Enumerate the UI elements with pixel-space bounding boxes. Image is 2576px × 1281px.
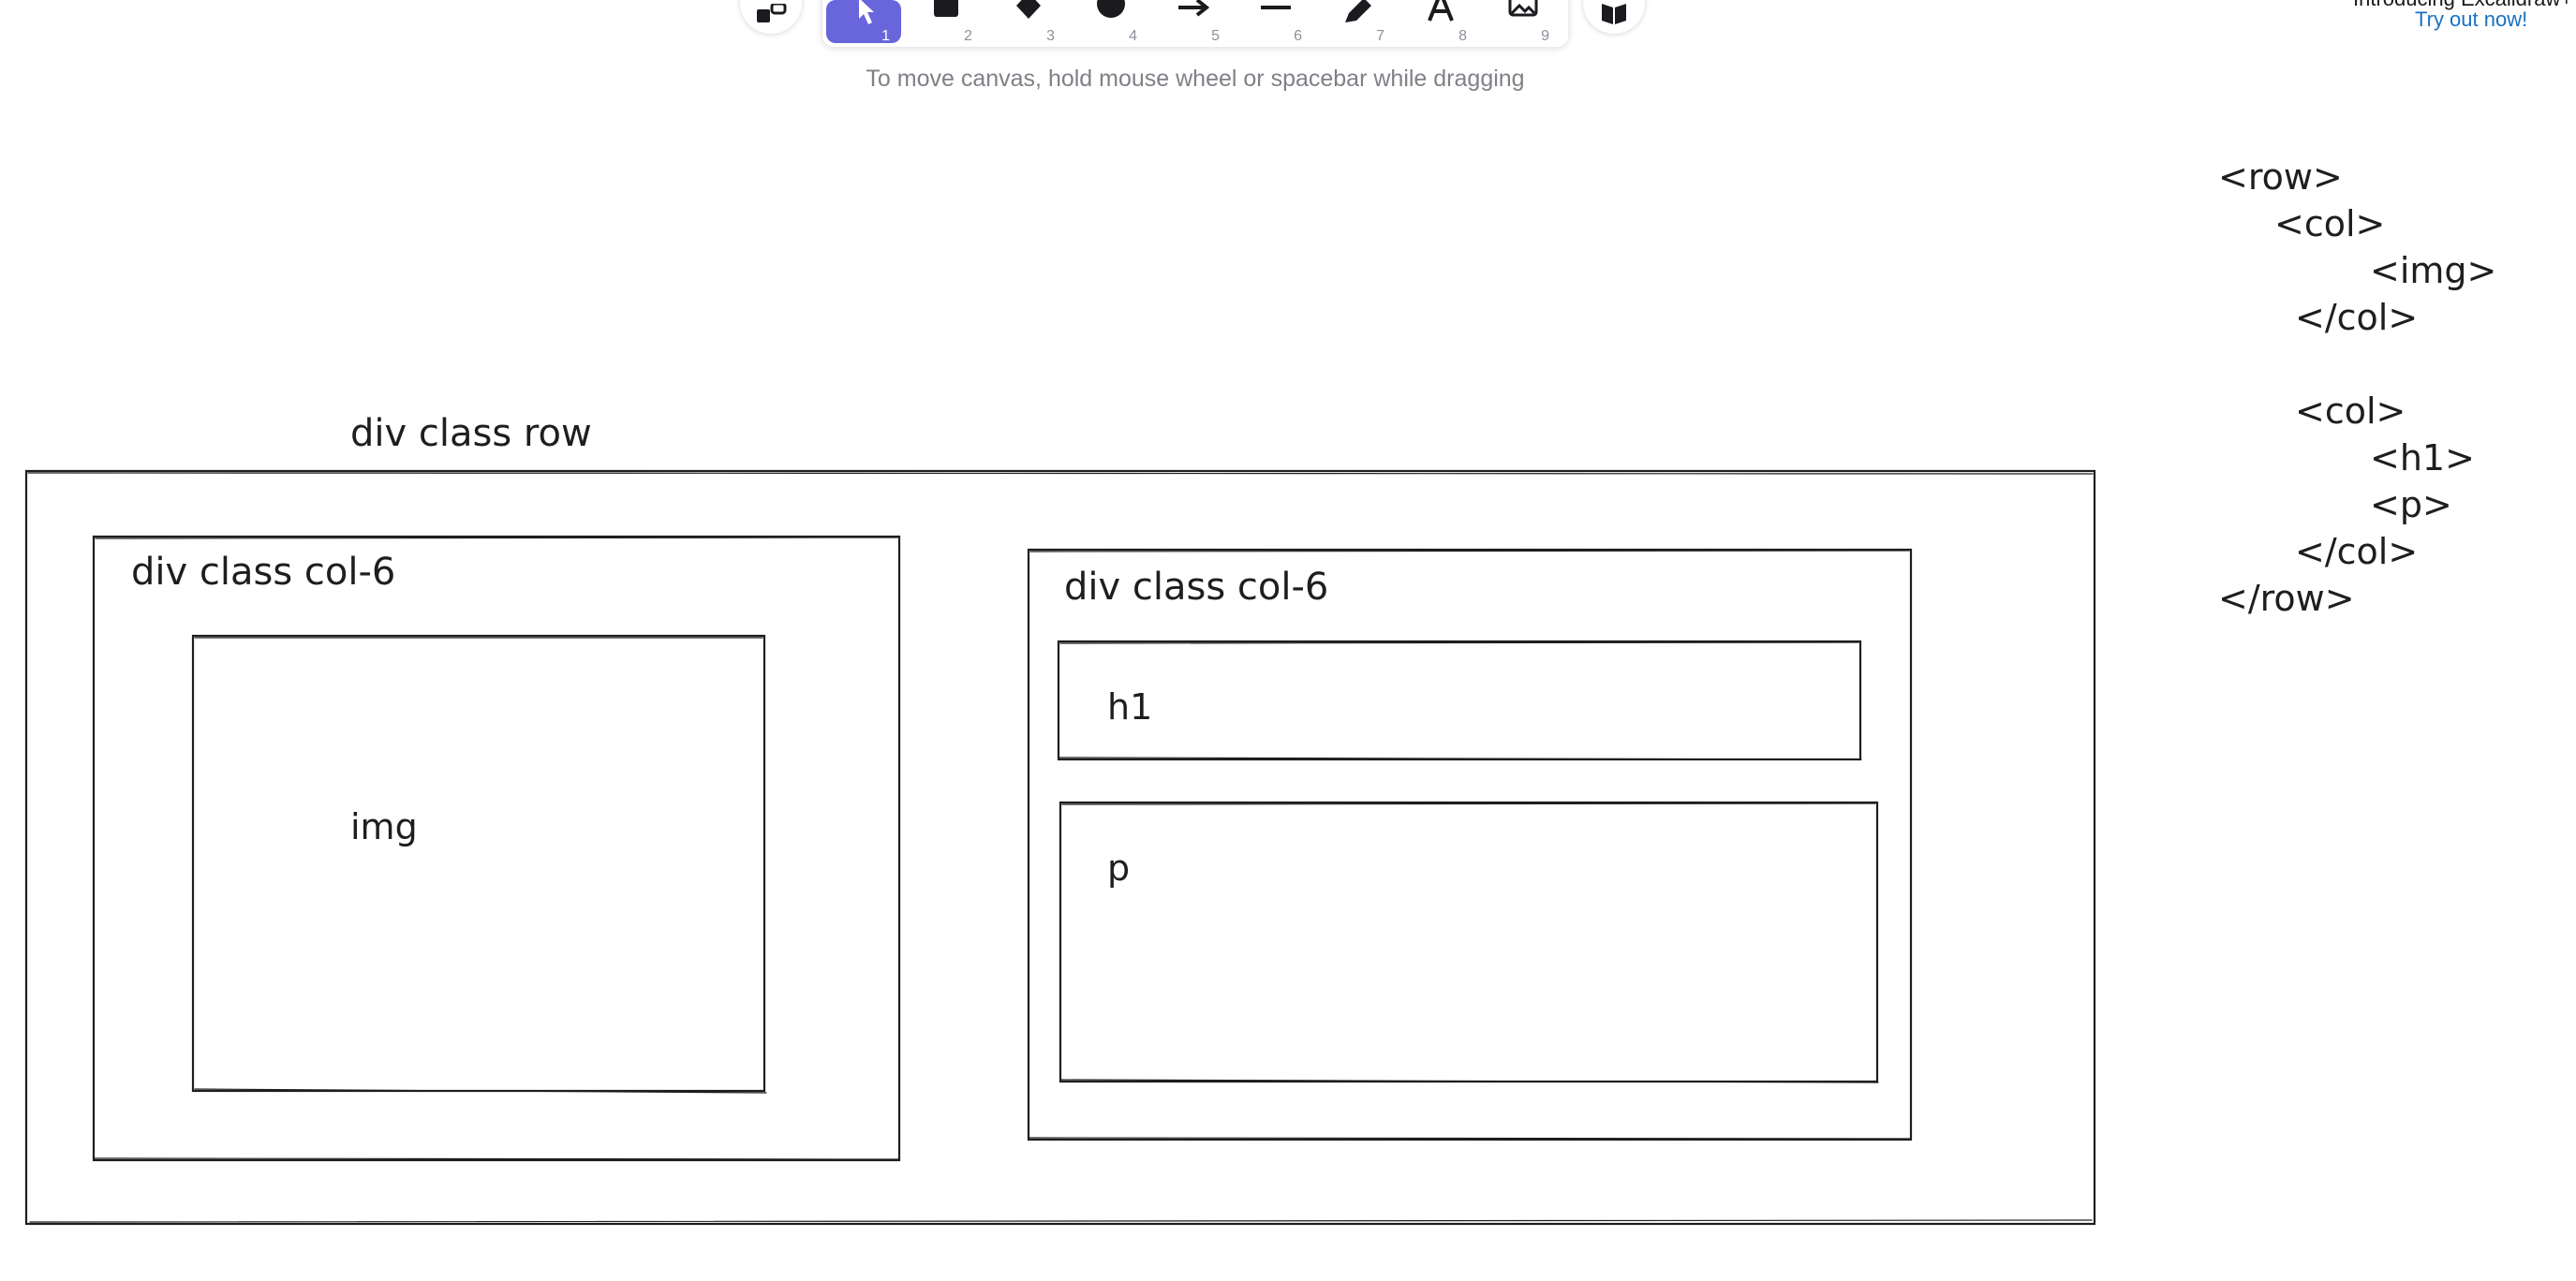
shortcut-key: 8 — [1458, 28, 1467, 44]
code-line[interactable]: </col> — [2295, 531, 2418, 572]
row-rect[interactable] — [24, 469, 2096, 1226]
row-label[interactable]: div class row — [350, 412, 592, 455]
h1-label[interactable]: h1 — [1107, 686, 1152, 728]
text-tool[interactable]: 8 — [1403, 0, 1478, 44]
code-line[interactable]: <col> — [2274, 203, 2385, 244]
rectangle-icon — [934, 0, 958, 17]
code-line[interactable]: </row> — [2218, 578, 2355, 619]
code-line[interactable]: <img> — [2370, 250, 2496, 291]
pencil-icon — [1345, 0, 1371, 22]
canvas-hint: To move canvas, hold mouse wheel or spac… — [866, 66, 1525, 92]
text-icon — [1428, 0, 1454, 22]
arrow-tool[interactable]: 5 — [1156, 0, 1231, 44]
tool-bar: 1 2 3 4 5 6 7 — [822, 0, 1568, 47]
promo-text: Introducing Excalidraw+ — [2353, 0, 2572, 11]
col2-rect[interactable] — [1027, 548, 1913, 1141]
lock-icon — [757, 4, 787, 22]
p-label[interactable]: p — [1107, 847, 1130, 889]
ellipse-tool[interactable]: 4 — [1073, 0, 1148, 44]
shortcut-key: 1 — [881, 28, 890, 44]
shortcut-key: 2 — [964, 28, 972, 44]
shortcut-key: 5 — [1211, 28, 1220, 44]
code-line[interactable]: <col> — [2295, 390, 2406, 432]
col2-label[interactable]: div class col-6 — [1064, 566, 1328, 609]
image-icon — [1508, 0, 1538, 17]
shortcut-key: 6 — [1294, 28, 1302, 44]
pointer-icon — [859, 0, 874, 24]
img-label[interactable]: img — [350, 806, 418, 847]
diamond-icon — [1016, 0, 1041, 19]
diamond-tool[interactable]: 3 — [991, 0, 1066, 44]
shortcut-key: 7 — [1376, 28, 1384, 44]
h1-rect[interactable] — [1057, 640, 1862, 761]
img-rect[interactable] — [191, 634, 766, 1093]
code-line[interactable]: <row> — [2218, 156, 2343, 198]
rectangle-tool[interactable]: 2 — [909, 0, 984, 44]
image-tool[interactable]: 9 — [1486, 0, 1561, 44]
ellipse-icon — [1097, 0, 1125, 18]
col1-label[interactable]: div class col-6 — [131, 551, 395, 594]
draw-tool[interactable]: 7 — [1321, 0, 1396, 44]
col1-rect[interactable] — [92, 535, 901, 1162]
book-icon — [1602, 4, 1626, 24]
shortcut-key: 9 — [1541, 28, 1549, 44]
code-line[interactable]: <h1> — [2370, 437, 2475, 479]
line-icon — [1261, 6, 1291, 9]
code-line[interactable]: </col> — [2295, 297, 2418, 338]
code-line[interactable]: <p> — [2370, 484, 2452, 525]
selection-tool[interactable]: 1 — [826, 0, 901, 44]
shortcut-key: 3 — [1046, 28, 1055, 44]
shortcut-key: 4 — [1129, 28, 1137, 44]
arrow-icon — [1178, 0, 1210, 17]
p-rect[interactable] — [1059, 801, 1879, 1083]
line-tool[interactable]: 6 — [1238, 0, 1313, 44]
promo-link[interactable]: Try out now! — [2415, 7, 2528, 31]
